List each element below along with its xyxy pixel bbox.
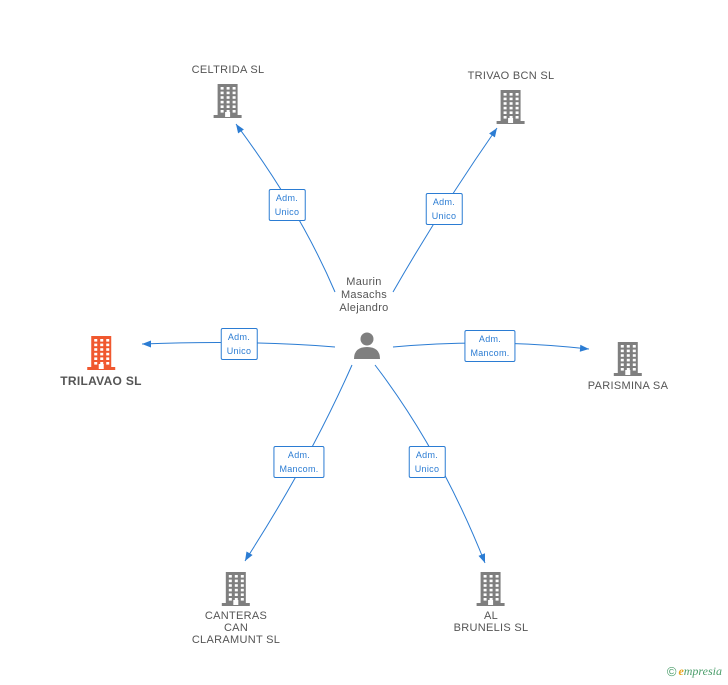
person-name[interactable]: Maurin Masachs Alejandro bbox=[339, 276, 388, 315]
role-line: Adm. bbox=[275, 193, 299, 203]
company-node-trilavao[interactable]: TRILAVAO SL bbox=[60, 334, 142, 387]
edge-parismina-arrowhead bbox=[579, 344, 589, 352]
building-icon bbox=[476, 572, 505, 606]
role-line: Mancom. bbox=[470, 348, 510, 358]
person-icon[interactable] bbox=[352, 330, 382, 360]
role-box-trilavao[interactable]: Adm. Unico bbox=[220, 328, 258, 360]
building-icon bbox=[496, 90, 525, 124]
role-box-celtrida[interactable]: Adm. Unico bbox=[268, 189, 306, 221]
edge-canteras-arrowhead bbox=[245, 551, 253, 561]
role-line: Adm. bbox=[287, 450, 311, 460]
company-name: BRUNELIS SL bbox=[453, 622, 529, 634]
role-line: Unico bbox=[414, 464, 440, 474]
company-name: PARISMINA SA bbox=[587, 380, 669, 392]
role-line: Adm. bbox=[227, 332, 251, 342]
building-icon bbox=[613, 342, 642, 376]
person-name-line: Maurin bbox=[346, 276, 382, 288]
company-name: CELTRIDA SL bbox=[191, 64, 265, 76]
company-name: TRILAVAO SL bbox=[60, 374, 142, 388]
company-node-canteras-can-claramunt[interactable]: CANTERAS CAN CLARAMUNT SL bbox=[192, 570, 280, 646]
role-line: Mancom. bbox=[279, 464, 319, 474]
edge-trilavao-arrowhead bbox=[142, 340, 151, 348]
person-name-line: Masachs bbox=[340, 289, 388, 301]
role-line: Adm. bbox=[432, 197, 456, 207]
role-line: Adm. bbox=[415, 450, 439, 460]
company-node-parismina[interactable]: PARISMINA SA bbox=[588, 340, 668, 392]
company-node-trivao-bcn[interactable]: TRIVAO BCN SL bbox=[468, 70, 555, 124]
company-node-al-brunelis[interactable]: AL BRUNELIS SL bbox=[454, 570, 529, 634]
edge-celtrida-arrowhead bbox=[236, 124, 244, 134]
company-name: CAN bbox=[223, 622, 249, 634]
footer-brand[interactable]: © empresia bbox=[667, 664, 722, 679]
building-icon bbox=[213, 84, 242, 118]
role-line: Unico bbox=[226, 346, 252, 356]
building-icon bbox=[222, 572, 250, 606]
role-box-canteras[interactable]: Adm. Mancom. bbox=[273, 446, 325, 478]
company-name: CLARAMUNT SL bbox=[191, 634, 281, 646]
role-line: Unico bbox=[431, 211, 457, 221]
role-box-trivao-bcn[interactable]: Adm. Unico bbox=[425, 193, 463, 225]
edge-trivao-arrowhead bbox=[489, 128, 497, 138]
role-line: Unico bbox=[274, 207, 300, 217]
role-box-parismina[interactable]: Adm. Mancom. bbox=[464, 330, 516, 362]
edge-albrunelis-arrowhead bbox=[478, 553, 485, 563]
company-node-celtrida[interactable]: CELTRIDA SL bbox=[192, 64, 265, 118]
building-icon bbox=[87, 336, 115, 370]
role-line: Adm. bbox=[478, 334, 502, 344]
company-name: TRIVAO BCN SL bbox=[467, 70, 555, 82]
company-name: AL bbox=[483, 610, 499, 622]
person-name-line: Alejandro bbox=[339, 302, 389, 314]
brand-logo: empresia bbox=[678, 664, 722, 678]
role-box-al-brunelis[interactable]: Adm. Unico bbox=[408, 446, 446, 478]
copyright-icon: © bbox=[666, 664, 677, 679]
company-name: CANTERAS bbox=[204, 610, 268, 622]
